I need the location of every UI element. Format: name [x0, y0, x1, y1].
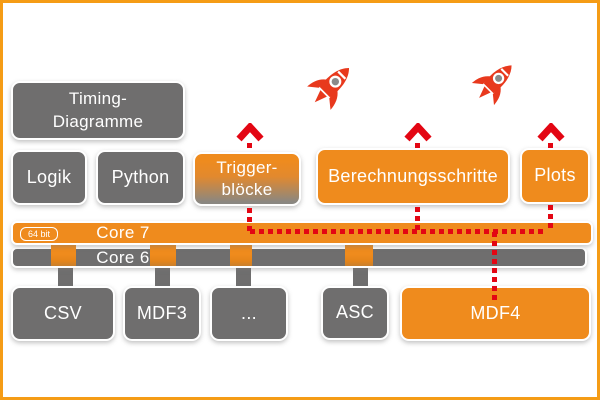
- arrow-up-icon: [236, 123, 264, 142]
- mdf4-flow-dots: [492, 232, 497, 301]
- core7-tab: [51, 241, 76, 266]
- rocket-icon: [307, 67, 350, 110]
- core7-label: Core 7: [96, 223, 150, 242]
- arrow-tail-dots: [548, 143, 553, 151]
- mdf3-box: MDF3: [123, 286, 201, 341]
- plots-box: Plots: [520, 148, 590, 204]
- arrow-up-icon: [537, 123, 565, 142]
- asc-box: ASC: [321, 286, 389, 340]
- core6-bar: Core 6: [11, 247, 587, 268]
- more-formats-box: ...: [210, 286, 288, 341]
- rocket-icon: [471, 65, 512, 106]
- connector: [353, 265, 368, 288]
- connector: [58, 265, 73, 288]
- arrow-tail-dots: [247, 143, 252, 152]
- connector: [236, 265, 251, 288]
- triggerbloecke-box: Trigger- blöcke: [193, 152, 301, 206]
- arrow-tail-dots: [415, 143, 420, 152]
- python-box: Python: [96, 150, 185, 205]
- 64bit-badge: 64 bit: [20, 227, 59, 241]
- core7-flow-dots: [250, 229, 546, 234]
- berechnungsschritte-box: Berechnungsschritte: [316, 148, 510, 205]
- core7-tab: [230, 241, 252, 266]
- logik-box: Logik: [11, 150, 87, 205]
- core7-tab: [150, 241, 176, 266]
- berechnung-flow-dots: [415, 207, 420, 232]
- core6-label: Core 6: [96, 247, 150, 267]
- arrow-up-icon: [404, 123, 432, 142]
- plots-flow-dots: [548, 205, 553, 231]
- connector: [155, 265, 170, 288]
- timing-diagramme-box: Timing- Diagramme: [11, 81, 185, 140]
- csv-box: CSV: [11, 286, 115, 341]
- core7-tab: [345, 241, 373, 266]
- trigger-flow-dots: [247, 208, 252, 233]
